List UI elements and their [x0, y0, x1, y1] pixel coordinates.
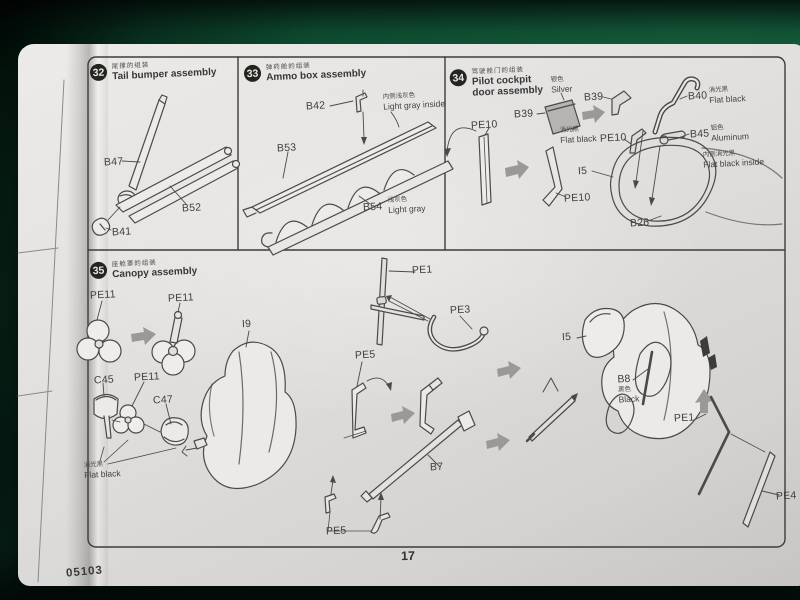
part-label-pe10-fold: PE10 [470, 118, 498, 132]
color-note-en: Black [618, 393, 640, 405]
part-label-i5-windscreen: I5 [561, 330, 572, 344]
part-label-pe11-b: PE11 [167, 291, 195, 305]
part-label-i9: I9 [241, 317, 252, 331]
part-label-pe5-top: PE5 [354, 348, 376, 362]
part-label-b8-block: B8 黑色 Black [617, 372, 639, 405]
part-label-b54: B54 [362, 200, 383, 214]
color-note-en: Light gray [387, 203, 426, 216]
part-label-b42: B42 [305, 99, 326, 113]
page-number: 17 [400, 548, 416, 564]
color-note-light-gray-inside: 内侧浅灰色 Light gray inside [383, 90, 446, 112]
part-label-pe1-right: PE1 [673, 411, 695, 425]
part-label-b39: B39 [513, 107, 534, 121]
color-note-en: Flat black [83, 468, 121, 481]
part-label-pe1-top: PE1 [411, 263, 433, 277]
part-label-b7: B7 [429, 460, 444, 474]
color-note-en: Aluminum [710, 131, 750, 144]
part-label-pe3: PE3 [449, 303, 471, 317]
part-label-b41: B41 [111, 225, 132, 239]
step-34-number-badge: 34 [449, 68, 468, 87]
part-label-pe4: PE4 [775, 489, 797, 503]
color-note-en: Flat black [708, 93, 746, 106]
part-label-c45: C45 [93, 373, 115, 387]
part-label-b40: B40 [687, 89, 708, 103]
part-label-pe10-mid: PE10 [599, 131, 627, 145]
color-note-flat-black-35: 消光黑 Flat black [84, 460, 121, 481]
step-34-title-en: Pilot cockpit door assembly [471, 74, 544, 99]
part-label-b45: B45 [689, 127, 710, 141]
step-34-titles: 驾驶舱门的组装 Pilot cockpit door assembly [471, 65, 550, 99]
part-label-b39-folded: B39 [583, 90, 604, 104]
step-35-number-badge: 35 [89, 261, 108, 280]
part-label-pe11-a: PE11 [89, 288, 117, 302]
color-note-en: Flat black [559, 133, 597, 146]
paper-sheen [18, 44, 800, 586]
color-note-flat-black-inside: 内侧消光黑 Flat black inside [703, 148, 765, 170]
step-33-number-badge: 33 [243, 64, 262, 83]
step-32-number-badge: 32 [89, 63, 108, 82]
part-label-b53: B53 [276, 141, 297, 155]
part-label-b8: B8 [617, 372, 631, 386]
part-label-i5: I5 [577, 164, 588, 178]
color-note-aluminum: 铝色 Aluminum [711, 123, 750, 144]
part-label-pe5-bottom: PE5 [325, 524, 347, 538]
part-label-b26: B26 [629, 216, 650, 230]
color-note-en: Silver [550, 83, 573, 95]
step-35-titles: 座舱罩的组装 Canopy assembly [112, 258, 198, 281]
part-label-pe11-c: PE11 [133, 370, 161, 384]
part-label-b47: B47 [103, 155, 124, 169]
part-label-c47: C47 [152, 393, 174, 407]
part-label-pe10-door: PE10 [563, 191, 591, 205]
color-note-light-gray: 浅灰色 Light gray [388, 195, 426, 216]
color-note-flat-black: 消光黑 Flat black [560, 125, 597, 146]
booklet-spine-fold [66, 44, 108, 586]
part-label-b52: B52 [181, 201, 202, 215]
instruction-booklet-page [18, 44, 800, 586]
color-note-b40-flat-black: 消光黑 Flat black [709, 85, 746, 106]
color-note-silver: 银色 Silver [551, 75, 573, 95]
